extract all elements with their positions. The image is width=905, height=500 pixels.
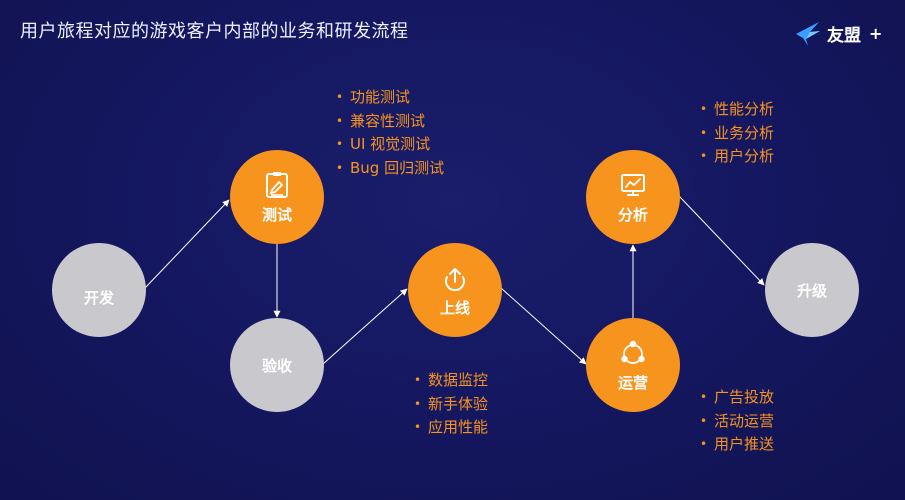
- node-label: 验收: [261, 356, 292, 375]
- node-analyze: 分析: [586, 150, 680, 244]
- node-accept: 验收: [230, 318, 324, 412]
- list-item: 用户推送: [700, 433, 774, 457]
- list-item: 应用性能: [414, 416, 488, 440]
- node-label: 上线: [439, 298, 470, 317]
- list-item: 用户分析: [700, 145, 774, 169]
- arrow-accept-launch: [322, 288, 408, 365]
- list-item: 业务分析: [700, 122, 774, 146]
- node-label: 测试: [261, 205, 292, 224]
- list-item: 数据监控: [414, 369, 488, 393]
- test-feature-list: 功能测试 兼容性测试 UI 视觉测试 Bug 回归测试: [336, 86, 444, 180]
- arrow-launch-operate: [500, 287, 587, 365]
- list-item: 新手体验: [414, 393, 488, 417]
- network-cycle-icon: [618, 338, 648, 368]
- clipboard-pen-icon: [262, 170, 292, 200]
- launch-feature-list: 数据监控 新手体验 应用性能: [414, 369, 488, 440]
- node-label: 分析: [617, 205, 648, 224]
- logo-text: 友盟: [827, 25, 861, 46]
- list-item: 性能分析: [700, 98, 774, 122]
- node-label: 运营: [617, 373, 648, 392]
- node-label: 开发: [83, 288, 114, 307]
- node-launch: 上线: [408, 243, 502, 337]
- node-test: 测试: [230, 150, 324, 244]
- umeng-logo: 友盟 +: [793, 18, 882, 48]
- list-item: 广告投放: [700, 386, 774, 410]
- list-item: Bug 回归测试: [336, 157, 444, 181]
- analyze-feature-list: 性能分析 业务分析 用户分析: [700, 98, 774, 169]
- node-label: 升级: [796, 281, 827, 300]
- chart-board-icon: [618, 170, 648, 200]
- node-operate: 运营: [586, 318, 680, 412]
- arrow-analyze-upgrade: [678, 195, 765, 286]
- bird-logo-icon: [796, 22, 820, 46]
- page-title: 用户旅程对应的游戏客户内部的业务和研发流程: [20, 21, 409, 42]
- node-dev: 开发: [52, 243, 146, 337]
- operate-feature-list: 广告投放 活动运营 用户推送: [700, 386, 774, 457]
- list-item: UI 视觉测试: [336, 133, 444, 157]
- logo-plus: +: [869, 23, 883, 43]
- node-upgrade: 升级: [765, 243, 859, 337]
- list-item: 活动运营: [700, 410, 774, 434]
- list-item: 兼容性测试: [336, 110, 444, 134]
- list-item: 功能测试: [336, 86, 444, 110]
- arrow-dev-test: [144, 199, 230, 289]
- upload-icon: [440, 263, 470, 293]
